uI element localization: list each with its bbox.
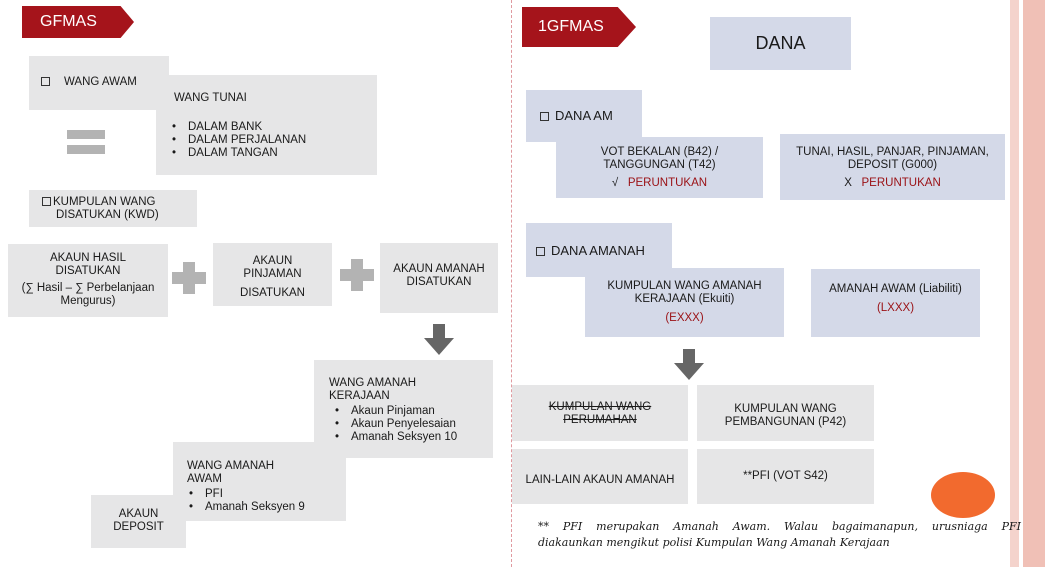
kwp-line2: PERUMAHAN <box>563 414 637 426</box>
check-icon: √ <box>611 177 619 189</box>
akaun-amanah-line1: AKAUN AMANAH <box>393 263 485 275</box>
akaun-amanah-box: AKAUN AMANAH DISATUKAN <box>380 243 498 313</box>
akaun-hasil-line1: AKAUN HASIL <box>49 252 127 264</box>
note-line1: ** PFI merupakan Amanah Awam. Walau baga… <box>538 520 1021 533</box>
right-border-band <box>1023 0 1045 567</box>
tunai-line2: DEPOSIT (G000) <box>847 159 938 171</box>
kwak-line2: KERAJAAN (Ekuiti) <box>634 293 735 305</box>
akaun-amanah-line2: DISATUKAN <box>406 276 472 288</box>
aa-code: (LXXX) <box>876 302 915 314</box>
tunai-peruntukan: PERUNTUKAN <box>861 177 941 189</box>
akaun-deposit-line2: DEPOSIT <box>113 521 164 533</box>
akaun-pinjaman-line2: PINJAMAN <box>243 268 302 280</box>
checkbox-bullet-icon <box>41 77 50 87</box>
akaun-deposit-line1: AKAUN <box>118 508 159 520</box>
right-border-stripe <box>1010 0 1019 567</box>
wak-title-line2: KERAJAAN <box>329 390 390 402</box>
wang-tunai-list: DALAM BANK DALAM PERJALANAN DALAM TANGAN <box>170 121 306 160</box>
wang-awam-box: WANG AWAM <box>29 56 169 110</box>
wang-amanah-awam-box: WANG AMANAH AWAM PFI Amanah Seksyen 9 <box>173 442 346 521</box>
kwak-code: (EXXX) <box>665 312 704 324</box>
tunai-hasil-box: TUNAI, HASIL, PANJAR, PINJAMAN, DEPOSIT … <box>780 134 1005 200</box>
vot-peruntukan: PERUNTUKAN <box>627 177 708 189</box>
list-item: DALAM BANK <box>170 121 306 134</box>
wang-tunai-title: WANG TUNAI <box>174 92 247 104</box>
checkbox-bullet-icon <box>42 197 51 207</box>
akaun-pinjaman-line1: AKAUN <box>252 255 293 267</box>
akaun-deposit-box: AKAUN DEPOSIT <box>91 495 186 548</box>
plus-icon <box>172 262 206 294</box>
1gfmas-tag-label: 1GFMAS <box>538 18 604 35</box>
kwak-box: KUMPULAN WANG AMANAH KERAJAAN (Ekuiti) (… <box>585 268 784 337</box>
dana-am-label: DANA AM <box>555 108 613 123</box>
wak-title-line1: WANG AMANAH <box>329 377 417 389</box>
vot-line2: TANGGUNGAN (T42) <box>603 159 716 171</box>
pfi-footnote: ** PFI merupakan Amanah Awam. Walau baga… <box>538 519 1021 551</box>
lain-lain-label: LAIN-LAIN AKAUN AMANAH <box>525 474 675 486</box>
akaun-hasil-formula-line2: Mengurus) <box>60 295 116 307</box>
kw-pembangunan-box: KUMPULAN WANG PEMBANGUNAN (P42) <box>697 385 874 441</box>
down-arrow-icon <box>424 324 454 356</box>
tunai-line1: TUNAI, HASIL, PANJAR, PINJAMAN, <box>796 146 989 158</box>
kwd-label-line2: DISATUKAN (KWD) <box>56 209 159 221</box>
kwp-line1: KUMPULAN WANG <box>548 401 652 413</box>
gfmas-tag: GFMAS <box>22 6 134 38</box>
dana-am-box: DANA AM <box>526 90 642 142</box>
list-item: Akaun Penyelesaian <box>333 418 493 431</box>
center-divider <box>511 0 512 567</box>
akaun-hasil-box: AKAUN HASIL DISATUKAN (∑ Hasil – ∑ Perbe… <box>8 244 168 317</box>
waa-title-line1: WANG AMANAH <box>187 460 275 472</box>
gfmas-tag-label: GFMAS <box>40 13 97 30</box>
list-item: DALAM PERJALANAN <box>170 134 306 147</box>
plus-icon <box>340 259 374 291</box>
kw-perumahan-box: KUMPULAN WANG PERUMAHAN <box>512 385 688 441</box>
list-item: Amanah Seksyen 9 <box>187 501 346 514</box>
dana-box: DANA <box>710 17 851 70</box>
checkbox-bullet-icon <box>536 247 545 257</box>
vot-line1: VOT BEKALAN (B42) / <box>600 146 719 158</box>
akaun-pinjaman-line3: DISATUKAN <box>240 287 305 299</box>
kwpb-line1: KUMPULAN WANG <box>734 403 837 415</box>
list-item: PFI <box>187 488 346 501</box>
cross-icon: X <box>844 177 852 189</box>
waa-list: PFI Amanah Seksyen 9 <box>187 488 346 514</box>
waa-title-line2: AWAM <box>187 473 222 485</box>
wang-awam-label: WANG AWAM <box>64 76 137 88</box>
down-arrow-icon <box>674 349 704 381</box>
list-item: Amanah Seksyen 10 <box>333 431 493 444</box>
equals-icon <box>67 130 105 154</box>
list-item: Akaun Pinjaman <box>333 405 493 418</box>
kwd-label-line1: KUMPULAN WANG <box>53 196 156 208</box>
kwak-line1: KUMPULAN WANG AMANAH <box>607 280 762 292</box>
checkbox-bullet-icon <box>540 112 549 122</box>
list-item: DALAM TANGAN <box>170 147 306 160</box>
dana-label: DANA <box>755 33 806 53</box>
wak-list: Akaun Pinjaman Akaun Penyelesaian Amanah… <box>329 405 493 444</box>
akaun-hasil-line2: DISATUKAN <box>55 265 121 277</box>
orange-circle-highlight <box>931 472 995 518</box>
lain-lain-box: LAIN-LAIN AKAUN AMANAH <box>512 449 688 504</box>
vot-bekalan-box: VOT BEKALAN (B42) / TANGGUNGAN (T42) √ P… <box>556 137 763 198</box>
kwpb-line2: PEMBANGUNAN (P42) <box>724 416 847 428</box>
amanah-awam-box: AMANAH AWAM (Liabiliti) (LXXX) <box>811 269 980 337</box>
akaun-hasil-formula-line1: (∑ Hasil – ∑ Perbelanjaan <box>21 282 155 294</box>
pfi-vot-label: **PFI (VOT S42) <box>743 470 828 482</box>
1gfmas-tag: 1GFMAS <box>522 7 636 47</box>
akaun-pinjaman-box: AKAUN PINJAMAN DISATUKAN <box>213 243 332 306</box>
note-line2: diakaunkan mengikut polisi Kumpulan Wang… <box>538 536 890 549</box>
aa-line1: AMANAH AWAM (Liabiliti) <box>829 283 962 295</box>
dana-amanah-label: DANA AMANAH <box>551 243 645 258</box>
wang-amanah-kerajaan-box: WANG AMANAH KERAJAAN Akaun Pinjaman Akau… <box>314 360 493 458</box>
kwd-box: KUMPULAN WANG DISATUKAN (KWD) <box>29 190 197 227</box>
pfi-vot-box: **PFI (VOT S42) <box>697 449 874 504</box>
